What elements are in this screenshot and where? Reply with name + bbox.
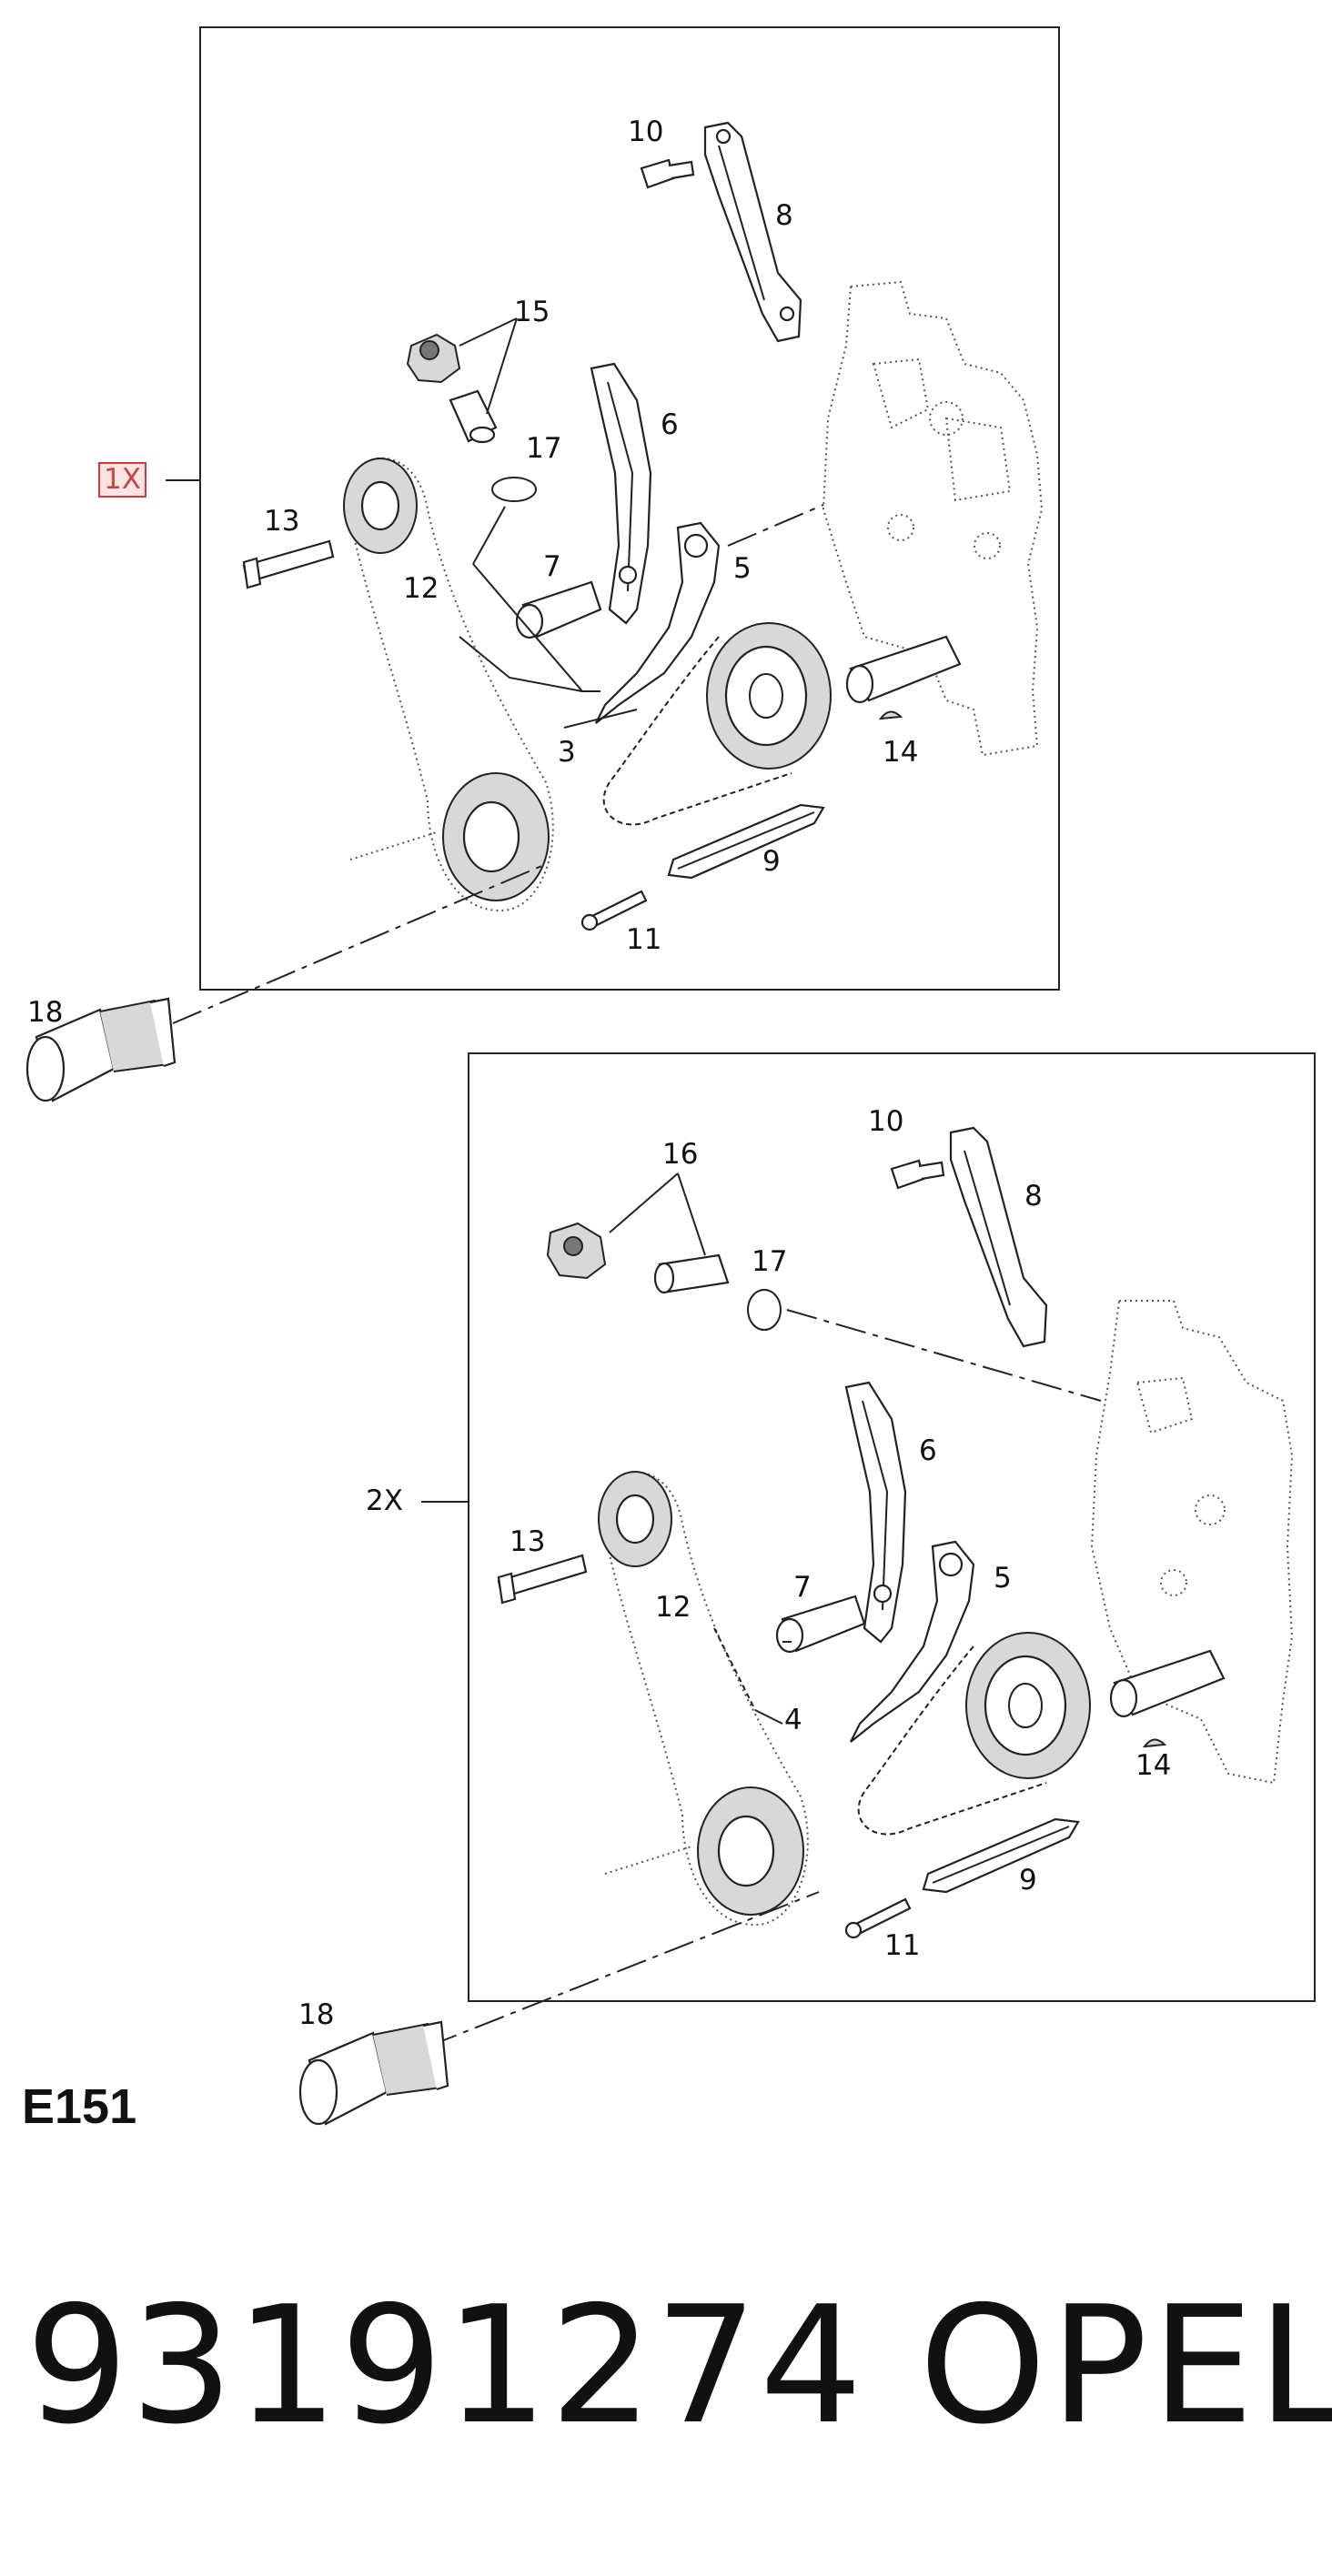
callout-16: 16 [662, 1138, 699, 1171]
callout-3: 3 [558, 736, 576, 769]
callout-8: 8 [775, 199, 793, 232]
callout-5: 5 [733, 552, 752, 585]
lower-pin-7 [775, 1595, 866, 1654]
upper-o-ring-17 [491, 477, 537, 502]
callout-12: 12 [403, 572, 439, 605]
callout-13: 13 [264, 505, 300, 538]
callout-17: 17 [526, 432, 562, 465]
lower-tensioner-rail-6 [844, 1381, 907, 1644]
callout-18-lower: 18 [298, 1998, 335, 2031]
lower-bolt-10 [890, 1159, 945, 1190]
lower-leader-lines [609, 1172, 792, 1725]
callout-17-lower: 17 [752, 1245, 788, 1278]
upper-panel-frame [199, 26, 1060, 991]
callout-14-lower: 14 [1135, 1749, 1172, 1782]
lower-sprocket [965, 1632, 1091, 1779]
lower-tensioner-16 [546, 1222, 730, 1294]
upper-axis-line [172, 863, 547, 1024]
lower-crankshaft-14 [1109, 1649, 1226, 1748]
callout-12-lower: 12 [655, 1591, 691, 1624]
upper-timing-chain-3 [602, 636, 792, 826]
upper-bolt-11 [580, 890, 648, 931]
lower-engine-block [1090, 1300, 1294, 1785]
lower-bolt-13 [497, 1554, 588, 1605]
callout-7-lower: 7 [793, 1571, 812, 1604]
lower-part-18 [298, 2020, 449, 2126]
diagram-code: E151 [22, 2079, 137, 2134]
brand-name: OPEL [919, 2271, 1332, 2460]
lower-timing-chain [857, 1645, 1047, 1836]
part-number: 93191274 [25, 2271, 864, 2460]
callout-9-lower: 9 [1019, 1864, 1037, 1897]
callout-18: 18 [27, 996, 64, 1029]
upper-pin-7 [515, 580, 602, 639]
callout-5-lower: 5 [994, 1562, 1012, 1595]
upper-guide-rail-8 [703, 121, 802, 343]
lower-axis-line [427, 1891, 820, 2048]
upper-axis-line-2 [727, 504, 824, 547]
callout-4: 4 [784, 1704, 802, 1736]
callout-6: 6 [661, 408, 679, 441]
callout-6-lower: 6 [919, 1434, 937, 1467]
callout-15: 15 [514, 296, 550, 328]
lower-guide-rail-8 [949, 1126, 1048, 1348]
upper-crankshaft-14 [845, 635, 962, 720]
callout-11: 11 [626, 923, 662, 956]
upper-long-chain-12 [343, 457, 554, 911]
lower-o-ring-17 [747, 1289, 782, 1331]
callout-8-lower: 8 [1024, 1180, 1043, 1213]
callout-13-lower: 13 [510, 1525, 546, 1558]
upper-tensioner-15 [406, 333, 498, 444]
callout-10-lower: 10 [868, 1105, 904, 1138]
upper-tensioner-rail-6 [590, 362, 652, 625]
callout-11-lower: 11 [884, 1929, 921, 1962]
quantity-tag-2x: 2X [366, 1484, 403, 1517]
callout-14: 14 [883, 736, 919, 769]
upper-guide-5 [595, 521, 721, 724]
upper-part-18 [25, 997, 177, 1102]
callout-9: 9 [762, 845, 781, 878]
upper-leader-lines [459, 317, 638, 729]
upper-bolt-13 [242, 539, 335, 589]
upper-guide-9 [667, 803, 825, 880]
lower-long-chain-12 [598, 1471, 809, 1926]
upper-engine-block [822, 280, 1044, 757]
lower-panel-frame [468, 1052, 1316, 2002]
upper-sprocket [706, 622, 832, 770]
callout-7: 7 [543, 550, 561, 583]
lower-guide-9 [922, 1817, 1080, 1894]
quantity-tag-1x: 1X [98, 462, 146, 498]
lower-guide-5 [850, 1540, 975, 1743]
lower-bolt-11 [844, 1897, 912, 1939]
lower-axis-line-2 [786, 1309, 1102, 1402]
upper-bolt-10 [640, 158, 695, 189]
callout-10: 10 [628, 116, 664, 148]
